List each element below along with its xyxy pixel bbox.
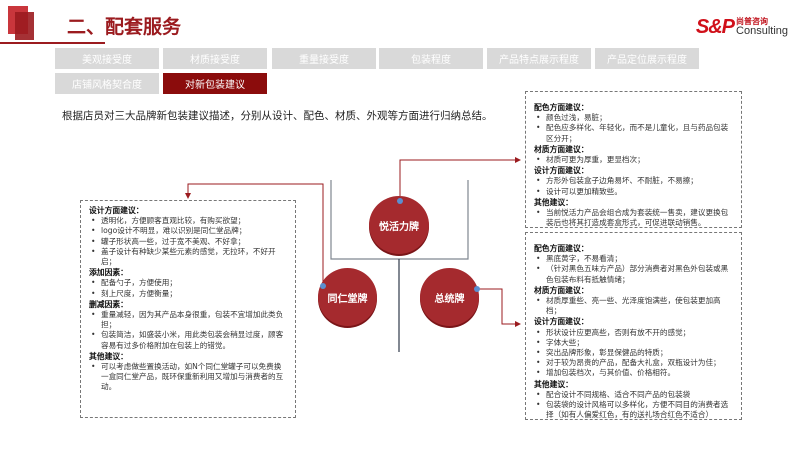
connector-yuehuoli xyxy=(399,157,521,196)
connector-dot xyxy=(397,198,403,204)
section-heading: 其他建议： xyxy=(534,197,573,207)
list-item: 配合设计不同规格、适合不同产品的包装袋 xyxy=(534,390,733,400)
suggestion-box-yuehuoli: 配色方面建议：颜色过浅，易脏；配色应多样化、年轻化，而不是儿童化，且与药品包装区… xyxy=(525,91,742,228)
list-item: logo设计不明显，难以识别是同仁堂品牌； xyxy=(89,226,287,236)
connector-dot xyxy=(474,286,480,292)
header-decoration xyxy=(15,12,34,40)
list-item: 重量减轻，因为其产品本身很重，包装不宜增加此类负担； xyxy=(89,310,287,330)
list-item: 材质厚重些、亮一些、光泽度饱满些，使包装更加高档； xyxy=(534,296,733,316)
list-item: 罐子形状高一些，过于宽不美观、不好拿； xyxy=(89,237,287,247)
list-item: 增加包装档次，与其价值、价格相符。 xyxy=(534,368,733,378)
brand-label: 悦活力牌 xyxy=(379,221,419,233)
tab-4[interactable]: 产品特点展示程度 xyxy=(487,48,591,69)
list-item: 配色应多样化、年轻化，而不是儿童化，且与药品包装区分开； xyxy=(534,123,733,143)
list-item: 突出品牌形象，彰显保健品的特质； xyxy=(534,348,733,358)
brand-label: 总统牌 xyxy=(434,293,465,305)
list-item: 材质可更为厚重，更显档次； xyxy=(534,155,733,165)
list-item: 方形外包装盒子边角易坏、不耐脏，不易擦； xyxy=(534,176,733,186)
connector-tongrentang xyxy=(185,183,324,286)
suggestion-list: 形状设计应更高些，否则有放不开的感觉；字体大些；突出品牌形象，彰显保健品的特质；… xyxy=(534,328,733,379)
suggestion-list: 材质可更为厚重，更显档次； xyxy=(534,155,733,165)
tab-5[interactable]: 产品定位展示程度 xyxy=(595,48,699,69)
section-heading: 其他建议： xyxy=(89,351,128,361)
suggestion-list: 黑底黄字，不易看清；（针对黑色五味方产品）部分消费者对黑色外包装或黑色包装布料有… xyxy=(534,254,733,285)
logo-en: Consulting xyxy=(736,25,788,37)
list-item: 盖子设计有种缺少某些元素的感觉，无拉环，不好开启； xyxy=(89,247,287,267)
list-item: 黑底黄字，不易看清； xyxy=(534,254,733,264)
logo-cn: 尚普咨询 xyxy=(736,17,769,26)
section-heading: 配色方面建议： xyxy=(534,244,589,253)
section-heading: 设计方面建议： xyxy=(534,317,589,327)
suggestion-box-zongtong: 配色方面建议：黑底黄字，不易看清；（针对黑色五味方产品）部分消费者对黑色外包装或… xyxy=(525,232,742,420)
section-heading: 材质方面建议： xyxy=(534,144,589,154)
list-item: 形状设计应更高些，否则有放不开的感觉； xyxy=(534,328,733,338)
list-item: 对于较为昂贵的产品，配备大礼盒，双瓶设计为佳； xyxy=(534,358,733,368)
section-heading: 其他建议： xyxy=(534,379,573,389)
bracket-lines xyxy=(330,180,469,352)
section-heading: 设计方面建议： xyxy=(89,206,144,215)
tab-7[interactable]: 对新包装建议 xyxy=(163,73,267,94)
page-title: 二、配套服务 xyxy=(67,16,182,38)
list-item: 包装简洁，如盛装小米，用此类包装会稍显过度，顾客容易有过多价格附加在包装上的错觉… xyxy=(89,330,287,350)
suggestion-list: 透明化，方便顾客直观比较，有购买欲望；logo设计不明显，难以识别是同仁堂品牌；… xyxy=(89,216,287,267)
suggestion-list: 方形外包装盒子边角易坏、不耐脏，不易擦；设计可以更加精致些。 xyxy=(534,176,733,197)
list-item: 透明化，方便顾客直观比较，有购买欲望； xyxy=(89,216,287,226)
list-item: 可以考虑做些置换活动，如N个同仁堂罐子可以免费换一盒同仁堂产品，既环保重新利用又… xyxy=(89,362,287,393)
section-heading: 添加因素： xyxy=(89,268,128,278)
section-heading: 配色方面建议： xyxy=(534,103,589,112)
suggestion-list: 可以考虑做些置换活动，如N个同仁堂罐子可以免费换一盒同仁堂产品，既环保重新利用又… xyxy=(89,362,287,393)
tab-0[interactable]: 美观接受度 xyxy=(55,48,159,69)
list-item: 设计可以更加精致些。 xyxy=(534,187,733,197)
tab-2[interactable]: 重量接受度 xyxy=(272,48,376,69)
brand-label: 同仁堂牌 xyxy=(327,293,368,305)
section-heading: 删减因素： xyxy=(89,299,128,309)
connector-dot xyxy=(320,283,326,289)
brand-circle-zongtong: 总统牌 xyxy=(420,268,479,326)
list-item: 刻上尺度，方便衡量； xyxy=(89,289,287,299)
list-item: 字体大些； xyxy=(534,338,733,348)
list-item: 包装袋的设计风格可以多样化，方便不同目的消费者选择（如有人偏爱红色，有的送礼场合… xyxy=(534,400,733,420)
intro-text: 根据店员对三大品牌新包装建议描述，分别从设计、配色、材质、外观等方面进行归纳总结… xyxy=(62,110,493,122)
list-item: 当前悦活力产品会组合成为套装统一售卖，建议更换包装后也将其打造成套盒形式，可促进… xyxy=(534,208,733,228)
brand-circle-yuehuoli: 悦活力牌 xyxy=(369,196,429,254)
suggestion-list: 重量减轻，因为其产品本身很重，包装不宜增加此类负担；包装简洁，如盛装小米，用此类… xyxy=(89,310,287,351)
section-heading: 材质方面建议： xyxy=(534,285,589,295)
tab-6[interactable]: 店铺风格契合度 xyxy=(55,73,159,94)
tab-1[interactable]: 材质接受度 xyxy=(163,48,267,69)
suggestion-box-tongrentang: 设计方面建议：透明化，方便顾客直观比较，有购买欲望；logo设计不明显，难以识别… xyxy=(80,200,296,418)
section-heading: 设计方面建议： xyxy=(534,166,589,176)
list-item: 配备勺子，方便使用； xyxy=(89,278,287,288)
suggestion-list: 材质厚重些、亮一些、光泽度饱满些，使包装更加高档； xyxy=(534,296,733,316)
tab-3[interactable]: 包装程度 xyxy=(379,48,483,69)
list-item: 颜色过浅，易脏； xyxy=(534,113,733,123)
logo-mark: S&P xyxy=(695,16,735,38)
suggestion-list: 配合设计不同规格、适合不同产品的包装袋包装袋的设计风格可以多样化，方便不同目的消… xyxy=(534,390,733,421)
list-item: （针对黑色五味方产品）部分消费者对黑色外包装或黑色包装布料有抵触情绪； xyxy=(534,264,733,284)
connector-zongtong xyxy=(477,288,521,327)
suggestion-list: 当前悦活力产品会组合成为套装统一售卖，建议更换包装后也将其打造成套盒形式，可促进… xyxy=(534,208,733,228)
brand-circle-tongrentang: 同仁堂牌 xyxy=(318,268,377,326)
suggestion-list: 颜色过浅，易脏；配色应多样化、年轻化，而不是儿童化，且与药品包装区分开； xyxy=(534,113,733,144)
suggestion-list: 配备勺子，方便使用；刻上尺度，方便衡量； xyxy=(89,278,287,299)
title-underline xyxy=(0,42,105,44)
